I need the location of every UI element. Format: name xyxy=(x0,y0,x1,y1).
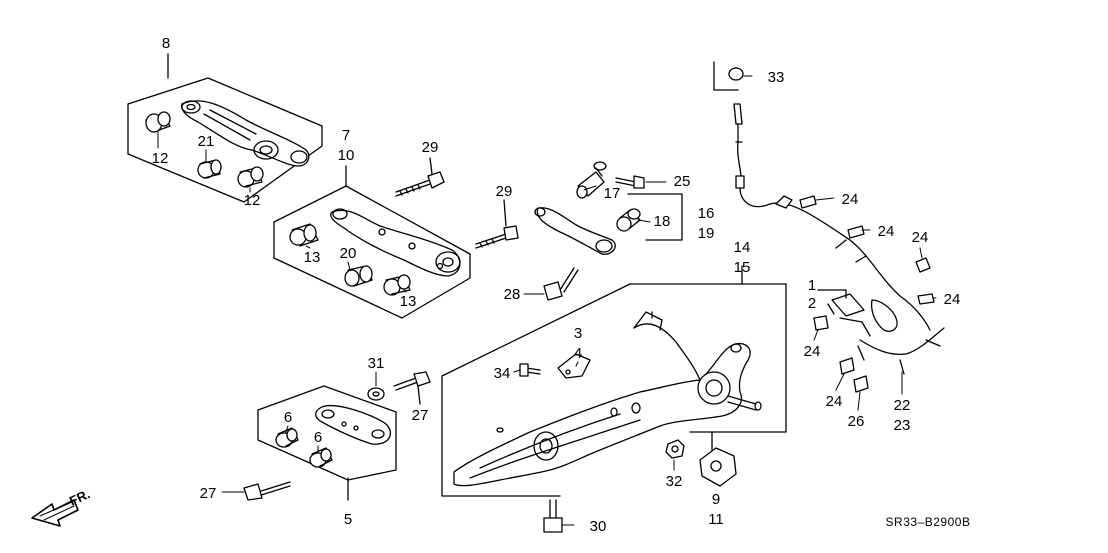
bolt-24d xyxy=(917,293,935,305)
label-4: 4 xyxy=(574,345,582,362)
bracket-1-2 xyxy=(817,289,847,299)
trailing-arm xyxy=(453,311,762,487)
bushing-6b xyxy=(309,447,333,468)
label-13b: 13 xyxy=(400,293,417,310)
bolt-29a xyxy=(395,157,445,197)
label-2: 2 xyxy=(808,295,816,312)
label-26: 26 xyxy=(848,413,865,430)
bushing-20 xyxy=(344,265,373,287)
bushing-12b xyxy=(237,166,264,188)
trailing-arm-box xyxy=(441,265,787,497)
leader-lines xyxy=(157,75,937,526)
label-7: 7 xyxy=(342,127,350,144)
part-labels: 8 12 21 12 7 10 29 13 20 13 29 17 25 18 … xyxy=(152,35,961,535)
label-24b: 24 xyxy=(878,223,895,240)
bolt-25 xyxy=(615,175,645,189)
group-8-box xyxy=(127,53,323,203)
bolt-24b xyxy=(847,225,865,239)
bolt-30 xyxy=(543,499,563,533)
label-14: 14 xyxy=(734,239,751,256)
upper-arm-8 xyxy=(180,100,310,167)
bracket-3-4 xyxy=(557,353,591,379)
label-22: 22 xyxy=(894,397,911,414)
label-27a: 27 xyxy=(412,407,429,424)
group-5-box xyxy=(257,385,397,501)
bushing-13b xyxy=(383,274,411,296)
bolt-29b xyxy=(475,199,519,249)
bolt-24c xyxy=(915,257,931,273)
label-24f: 24 xyxy=(826,393,843,410)
bushing-12a xyxy=(145,111,171,133)
label-34: 34 xyxy=(494,365,511,382)
label-29b: 29 xyxy=(496,183,513,200)
label-3: 3 xyxy=(574,325,582,342)
group-7-box xyxy=(273,165,471,319)
bolt-28 xyxy=(543,267,579,301)
label-12b: 12 xyxy=(244,192,261,209)
bushing-18 xyxy=(616,208,641,232)
bushing-13a xyxy=(289,223,319,247)
compensator-arm xyxy=(315,404,391,445)
ball-joint-17 xyxy=(576,161,607,199)
bushing-21 xyxy=(197,159,222,179)
lower-arm-7 xyxy=(330,208,461,277)
label-9: 9 xyxy=(712,491,720,508)
label-11: 11 xyxy=(708,511,724,528)
bracket-9-11 xyxy=(699,431,737,487)
label-24a: 24 xyxy=(842,191,859,208)
abs-sensor-harness xyxy=(733,103,945,375)
diagram-code: SR33–B2900B xyxy=(886,515,971,529)
label-6b: 6 xyxy=(314,429,322,446)
label-17: 17 xyxy=(604,185,621,202)
nut-32 xyxy=(665,439,685,459)
bolt-26 xyxy=(853,375,869,393)
label-30: 30 xyxy=(590,518,607,535)
label-29a: 29 xyxy=(422,139,439,156)
label-24e: 24 xyxy=(804,343,821,360)
washer-31 xyxy=(367,387,385,401)
label-31: 31 xyxy=(368,355,385,372)
label-21: 21 xyxy=(198,133,215,150)
label-13a: 13 xyxy=(304,249,321,266)
bolt-24f xyxy=(839,357,855,375)
bracket-16-19 xyxy=(627,193,683,241)
direction-label: FR. xyxy=(67,486,92,508)
label-23: 23 xyxy=(894,417,911,434)
label-5: 5 xyxy=(344,511,352,528)
label-32: 32 xyxy=(666,473,683,490)
label-8: 8 xyxy=(162,35,170,52)
label-33: 33 xyxy=(768,69,785,86)
label-15: 15 xyxy=(734,259,751,276)
label-10: 10 xyxy=(338,147,355,164)
bolt-24a xyxy=(799,195,817,209)
label-28: 28 xyxy=(504,286,521,303)
label-27b: 27 xyxy=(200,485,217,502)
label-18: 18 xyxy=(654,213,671,230)
bolt-34 xyxy=(519,363,541,377)
label-24d: 24 xyxy=(944,291,961,308)
bolt-27a xyxy=(393,371,431,405)
bushing-6a xyxy=(275,427,299,448)
label-25: 25 xyxy=(674,173,691,190)
label-19: 19 xyxy=(698,225,715,242)
bolt-24e xyxy=(813,315,829,331)
small-arm xyxy=(534,207,616,255)
label-6a: 6 xyxy=(284,409,292,426)
label-12a: 12 xyxy=(152,150,169,167)
label-1: 1 xyxy=(808,277,816,294)
label-24c: 24 xyxy=(912,229,929,246)
bolt-27b xyxy=(243,481,291,501)
label-16: 16 xyxy=(698,205,715,222)
sensor-cap-33 xyxy=(713,61,744,91)
label-20: 20 xyxy=(340,245,357,262)
front-direction-arrow: FR. xyxy=(31,486,92,527)
